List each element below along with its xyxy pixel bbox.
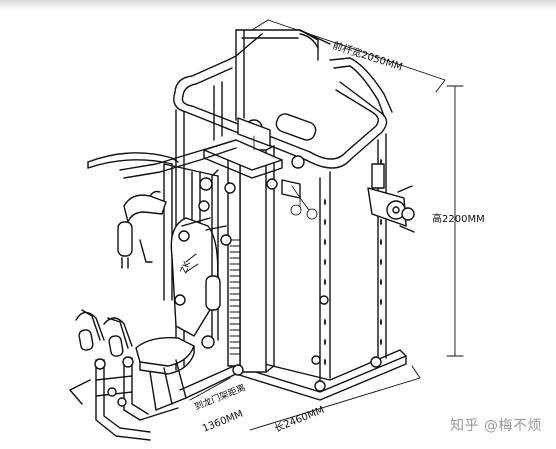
- seat-leg-unit: [69, 309, 237, 441]
- bottom-pulleys: [232, 295, 382, 392]
- length-dimension-line: [249, 365, 421, 431]
- side-dimension-value: 1360MM: [201, 409, 245, 435]
- rack-back-uprights: [235, 29, 331, 121]
- side-dimension-label: 到龙门架距离: [193, 381, 248, 412]
- weight-plates: [229, 239, 241, 355]
- length-dimension-label: 长2460MM: [273, 404, 326, 435]
- watermark: 知乎 @梅不烦: [450, 418, 542, 434]
- height-dimension-label: 高2200MM: [432, 212, 485, 225]
- depth-dimension-label: 前杆宽2050MM: [331, 38, 404, 73]
- top-shadow: [0, 0, 556, 10]
- weight-stack-tower: [227, 145, 275, 373]
- side-dimension-line: [189, 377, 231, 401]
- svg-text:ZK: ZK: [179, 259, 193, 275]
- right-pulley-attachment: [367, 163, 415, 233]
- press-arm-station: ZK: [87, 139, 237, 349]
- pull-up-bar: [173, 33, 393, 169]
- cables: [253, 135, 318, 220]
- height-dimension-line: [446, 85, 464, 357]
